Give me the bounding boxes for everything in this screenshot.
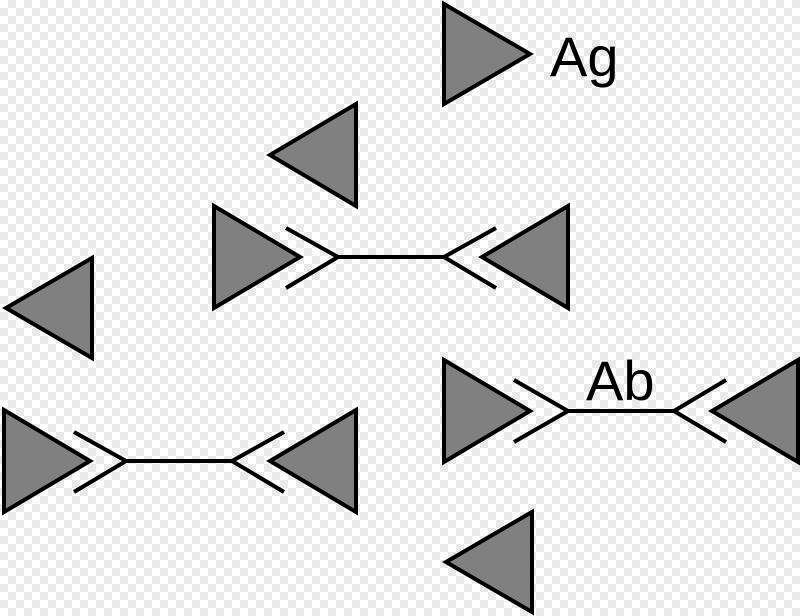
complex-1-right-fork-lower (442, 255, 498, 290)
complex-2-right-fork-lower (672, 409, 728, 444)
antigen-antibody-complex-2: Ab (442, 349, 800, 466)
antigen-triangle-left-3 (442, 508, 534, 616)
antigen-triangle-left-2 (2, 254, 94, 362)
antigen-triangle-left-1 (266, 100, 358, 210)
complex-2-left-fork-lower (513, 409, 569, 444)
antigen-antibody-complex-3 (1, 406, 358, 516)
complex-3-right-fork-lower (230, 459, 286, 494)
antibody-label: Ab (586, 349, 655, 412)
complex-3-left-antigen (1, 406, 94, 516)
complex-3-right-fork-upper (231, 430, 285, 463)
complex-1-left-fork-lower (284, 255, 340, 290)
complex-1-left-antigen (212, 202, 304, 312)
complex-3-left-fork-lower (72, 459, 128, 494)
antigen-antibody-complex-1 (212, 202, 570, 312)
complex-1-right-antigen (478, 202, 570, 312)
complex-1-right-fork-upper (443, 226, 497, 259)
complex-2-right-antigen (708, 356, 800, 466)
antigen-label: Ag (550, 25, 619, 88)
complex-2-left-antigen (442, 356, 534, 466)
complex-2-right-fork-upper (672, 378, 728, 413)
complex-3-right-antigen (266, 406, 358, 516)
complex-3-left-fork-upper (73, 430, 127, 463)
antigen-triangle-labelled (442, 0, 534, 108)
complex-2-left-fork-upper (513, 378, 569, 413)
complex-1-left-fork-upper (285, 226, 339, 259)
